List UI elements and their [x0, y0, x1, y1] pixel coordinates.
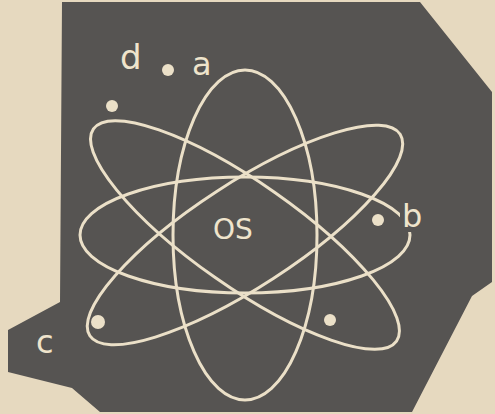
orbit	[62, 91, 429, 380]
electron-label: a	[190, 48, 214, 80]
orbit	[80, 177, 410, 293]
orbit	[64, 86, 427, 383]
electron-dot	[324, 314, 336, 326]
electron-label: c	[34, 326, 56, 358]
orbit	[173, 70, 317, 400]
orbits	[62, 70, 429, 400]
dark-ground	[8, 2, 492, 412]
electron-dot	[106, 100, 118, 112]
electron-dot	[91, 315, 105, 329]
electrons	[91, 64, 384, 329]
electron-label: d	[118, 40, 144, 74]
center-label: OS	[211, 216, 255, 244]
electron-dot	[162, 64, 174, 76]
electron-dot	[372, 214, 384, 226]
electron-label: b	[400, 200, 424, 232]
